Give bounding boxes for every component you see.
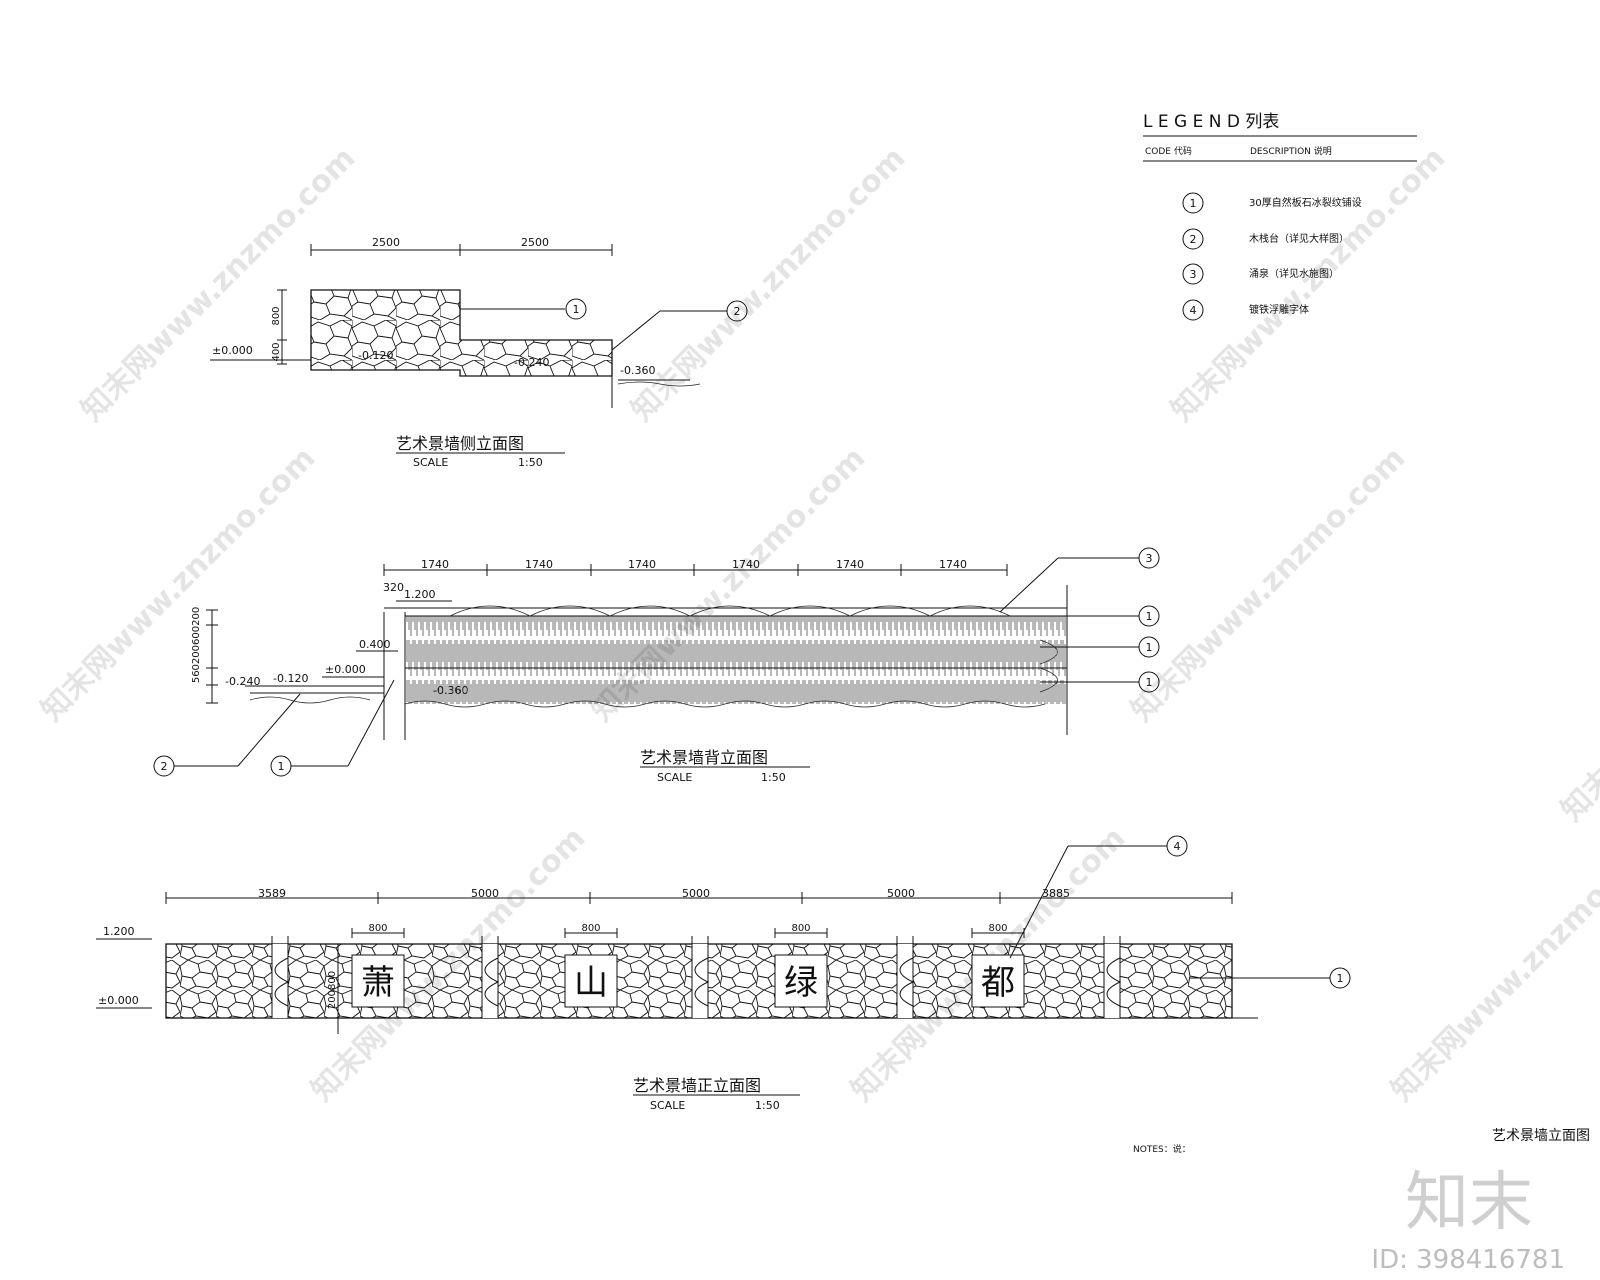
level-mark: 0.400 [359, 638, 391, 651]
callout-1: 1 [1146, 610, 1153, 623]
svg-text:2: 2 [1190, 233, 1197, 246]
callout-2: 2 [161, 760, 168, 773]
dim-label: 2500 [521, 236, 549, 249]
level-mark: 1.200 [103, 925, 135, 938]
dim-label: 800 [791, 923, 810, 934]
svg-text:4: 4 [1190, 304, 1197, 317]
back-elevation-title: 艺术景墙背立面图 [640, 748, 768, 767]
brand-logo: 知末 [1405, 1166, 1533, 1240]
relief-character: 绿 [784, 963, 818, 1003]
legend-desc: 木栈台（详见大样图） [1249, 232, 1349, 245]
level-mark: 1.200 [404, 588, 436, 601]
expansion-joint [481, 936, 500, 1018]
dim-label: 200800 [327, 971, 338, 1009]
character-panel: 山 [564, 954, 618, 1008]
callout-1: 1 [1337, 972, 1344, 985]
dim-label: 1740 [628, 558, 656, 571]
expansion-joint [271, 936, 290, 1018]
level-mark: -0.120 [358, 349, 393, 362]
callout-3: 3 [1146, 552, 1153, 565]
scale-label: SCALE [657, 771, 692, 784]
level-mark: -0.360 [620, 364, 655, 377]
front-elevation-title: 艺术景墙正立面图 [633, 1076, 761, 1095]
legend-title: L E G E N D 列表 [1143, 112, 1279, 132]
relief-character: 都 [981, 963, 1015, 1003]
dim-label: 800 [271, 306, 282, 325]
character-panel: 都 [971, 954, 1025, 1008]
dim-label: 1740 [939, 558, 967, 571]
character-panel: 萧 [351, 954, 405, 1008]
expansion-joint [691, 936, 710, 1018]
callout-2: 2 [734, 305, 741, 318]
dim-label: 800 [581, 923, 600, 934]
back-elevation: 1740 1740 1740 1740 1740 1740 320 560200… [153, 547, 1160, 784]
front-elevation: 3589 5000 5000 5000 3885 800 800 800 800… [96, 835, 1351, 1112]
legend: L E G E N D 列表 CODE 代码 DESCRIPTION 说明 1 … [1143, 112, 1417, 321]
legend-desc: 镀铁浮雕字体 [1249, 303, 1309, 316]
expansion-joint [1103, 936, 1122, 1018]
dim-label: 5000 [471, 887, 499, 900]
callout-4: 4 [1174, 840, 1181, 853]
callout-1: 1 [1146, 641, 1153, 654]
dim-label: 2500 [372, 236, 400, 249]
sheet-title: 艺术景墙立面图 [1492, 1128, 1590, 1144]
dim-label: 400 [271, 342, 282, 361]
dim-label: 1740 [836, 558, 864, 571]
callout-1: 1 [278, 760, 285, 773]
level-mark: -0.240 [225, 675, 260, 688]
scale-label: SCALE [650, 1099, 685, 1112]
relief-character: 萧 [361, 963, 395, 1003]
dim-label: 560200600200 [191, 607, 202, 683]
side-elevation: 2500 2500 800 400 ±0.000 -0.120 -0.240 -… [210, 236, 748, 469]
side-elevation-title: 艺术景墙侧立面图 [396, 434, 524, 453]
scale-value: 1:50 [518, 456, 543, 469]
callout-1: 1 [573, 303, 580, 316]
dim-label: 3589 [258, 887, 286, 900]
svg-text:3: 3 [1190, 268, 1197, 281]
scale-label: SCALE [413, 456, 448, 469]
dim-label: 1740 [732, 558, 760, 571]
scale-value: 1:50 [755, 1099, 780, 1112]
level-mark: ±0.000 [98, 994, 139, 1007]
dim-label: 5000 [887, 887, 915, 900]
legend-item: 2 木栈台（详见大样图） [1182, 228, 1349, 250]
legend-item: 3 涌泉（详见水施图） [1182, 263, 1339, 285]
image-id: ID: 398416781 [1371, 1245, 1565, 1275]
notes: NOTES：说： [1133, 1143, 1191, 1155]
dim-label: 320 [383, 581, 404, 594]
character-panel: 绿 [774, 954, 828, 1008]
level-mark: -0.240 [514, 356, 549, 369]
level-mark: -0.120 [273, 672, 308, 685]
legend-col-desc: DESCRIPTION 说明 [1250, 145, 1332, 157]
svg-text:1: 1 [1190, 197, 1197, 210]
scale-value: 1:50 [761, 771, 786, 784]
dim-label: 1740 [421, 558, 449, 571]
legend-item: 1 30厚自然板石冰裂纹铺设 [1182, 192, 1362, 214]
dim-label: 5000 [682, 887, 710, 900]
dim-label: 800 [988, 923, 1007, 934]
level-mark: -0.360 [433, 684, 468, 697]
relief-character: 山 [574, 963, 608, 1003]
legend-item: 4 镀铁浮雕字体 [1182, 299, 1309, 321]
dim-label: 3885 [1042, 887, 1070, 900]
level-mark: ±0.000 [212, 344, 253, 357]
expansion-joint [896, 936, 915, 1018]
level-mark: ±0.000 [325, 663, 366, 676]
dim-label: 800 [368, 923, 387, 934]
dim-label: 1740 [525, 558, 553, 571]
legend-col-code: CODE 代码 [1145, 146, 1192, 157]
legend-desc: 涌泉（详见水施图） [1249, 267, 1339, 280]
callout-1: 1 [1146, 676, 1153, 689]
legend-desc: 30厚自然板石冰裂纹铺设 [1249, 196, 1362, 209]
